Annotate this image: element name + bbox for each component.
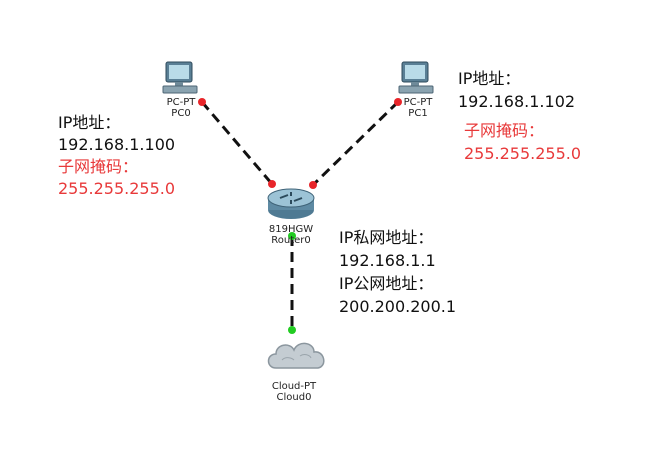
link-status-dots [198,98,402,334]
router-public-ip: 200.200.200.1 [339,297,457,316]
router-port-status-right [309,181,317,189]
pc1-type: PC-PT [403,97,433,108]
pc0-ip: 192.168.1.100 [58,135,176,154]
pc1-ip-label: IP地址： [458,69,521,88]
pc1-ip: 192.168.1.102 [458,92,576,111]
pc1-mask: 255.255.255.0 [464,144,582,163]
router-private-ip: 192.168.1.1 [339,251,436,270]
links [200,100,400,330]
cloud-device[interactable] [267,342,325,369]
pc1-port-status [394,98,402,106]
pc0-label: PC-PT PC0 [167,97,196,119]
link-pc0-router[interactable] [200,101,274,185]
router-device[interactable] [267,188,315,219]
router-private-label: IP私网地址： [339,228,434,247]
router-type: 819HGW [268,224,314,235]
router-port-status-left [268,180,276,188]
router-port-status-wan [288,232,296,240]
router-public-label: IP公网地址： [339,274,434,293]
pc1-name: PC1 [408,108,428,119]
pc1-label: PC-PT PC1 [404,97,433,119]
cloud-port-status [288,326,296,334]
cloud-icon [267,342,325,369]
router-label: 819HGW Router0 [269,224,313,246]
pc0-device[interactable] [162,61,198,94]
pc1-mask-label: 子网掩码： [464,121,545,140]
cloud-name: Cloud0 [276,392,312,403]
pc0-mask-label: 子网掩码： [58,157,139,176]
pc0-port-status [198,98,206,106]
router-icon [267,188,315,219]
pc0-type: PC-PT [166,97,196,108]
pc-icon [398,61,434,94]
cloud-label: Cloud-PT Cloud0 [272,381,316,403]
pc1-note: IP地址： 192.168.1.102 子网掩码： 255.255.255.0 [458,68,581,164]
pc0-mask: 255.255.255.0 [58,179,176,198]
cloud-type: Cloud-PT [271,381,317,392]
pc0-name: PC0 [171,108,191,119]
pc-icon [162,61,198,94]
link-pc1-router[interactable] [311,100,400,187]
router-name: Router0 [271,235,311,246]
pc0-ip-label: IP地址： [58,113,121,132]
pc0-note: IP地址： 192.168.1.100 子网掩码： 255.255.255.0 [58,112,175,200]
router-note: IP私网地址： 192.168.1.1 IP公网地址： 200.200.200.… [339,226,456,318]
pc1-device[interactable] [398,61,434,94]
